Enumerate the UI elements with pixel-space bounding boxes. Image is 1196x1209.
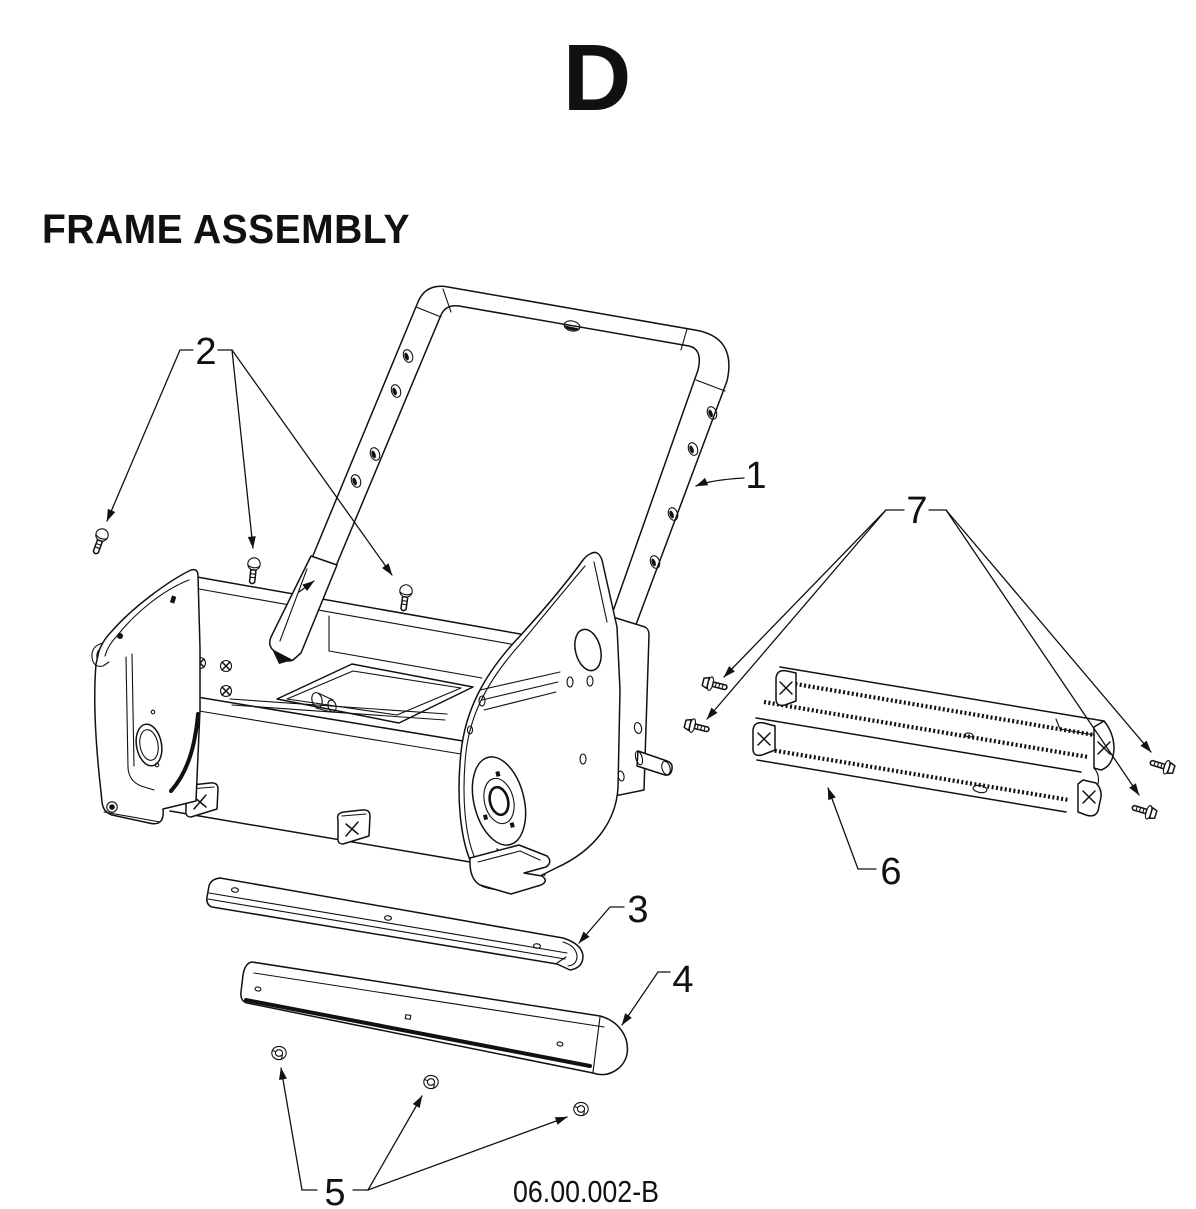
callout-label-3: 3 — [627, 889, 648, 931]
channel-end-tab — [775, 669, 797, 707]
handle-top-tab — [563, 320, 581, 332]
screw — [683, 718, 710, 733]
drawing-number: 06.00.002-B — [513, 1174, 659, 1209]
shield-plate — [458, 551, 621, 891]
section-letter: D — [563, 25, 632, 131]
nut — [271, 1045, 287, 1061]
handle-screws-part-2 — [92, 528, 413, 612]
screw — [701, 676, 728, 691]
deck-roller-stub — [311, 692, 337, 713]
handle-loop-part-1 — [311, 285, 730, 663]
callout-label-1: 1 — [745, 455, 766, 497]
nut — [573, 1101, 589, 1117]
left-side-plate — [91, 568, 201, 825]
screw — [399, 584, 413, 612]
channel-end-tab — [1077, 779, 1102, 817]
right-side-plate — [458, 551, 673, 895]
insert-direction-arrow — [298, 580, 315, 593]
frame-body — [91, 551, 673, 895]
tube-segment-lines — [311, 288, 726, 567]
screw — [1131, 804, 1158, 820]
channel-screws-part-7 — [683, 676, 1176, 820]
handle-holes — [350, 349, 718, 569]
axle-stub — [634, 750, 673, 776]
deck-opening-outer — [276, 663, 474, 724]
channel-end-cap — [1055, 718, 1115, 785]
deck-opening-inner — [286, 670, 462, 716]
handle-support-brace — [268, 555, 338, 664]
plate-foot — [469, 844, 551, 895]
callout-label-5: 5 — [324, 1172, 345, 1209]
callout-label-6: 6 — [880, 851, 901, 893]
callout-leader-lines — [106, 349, 1152, 1191]
callout-label-7: 7 — [906, 490, 927, 532]
screw — [92, 528, 109, 555]
deflector-part-4 — [240, 961, 629, 1076]
callout-label-4: 4 — [672, 959, 693, 1001]
screw — [247, 557, 261, 585]
bearing-boss — [471, 756, 527, 846]
roller-channel-part-6 — [752, 666, 1115, 818]
page-title: FRAME ASSEMBLY — [42, 206, 410, 252]
nut — [423, 1074, 439, 1090]
screw — [1149, 759, 1176, 775]
callout-label-2: 2 — [195, 331, 216, 373]
scraper-bar-part-3 — [206, 877, 584, 971]
channel-end-tab — [752, 721, 776, 757]
flange-nuts-part-5 — [271, 1045, 589, 1117]
mounting-tab — [336, 809, 371, 845]
